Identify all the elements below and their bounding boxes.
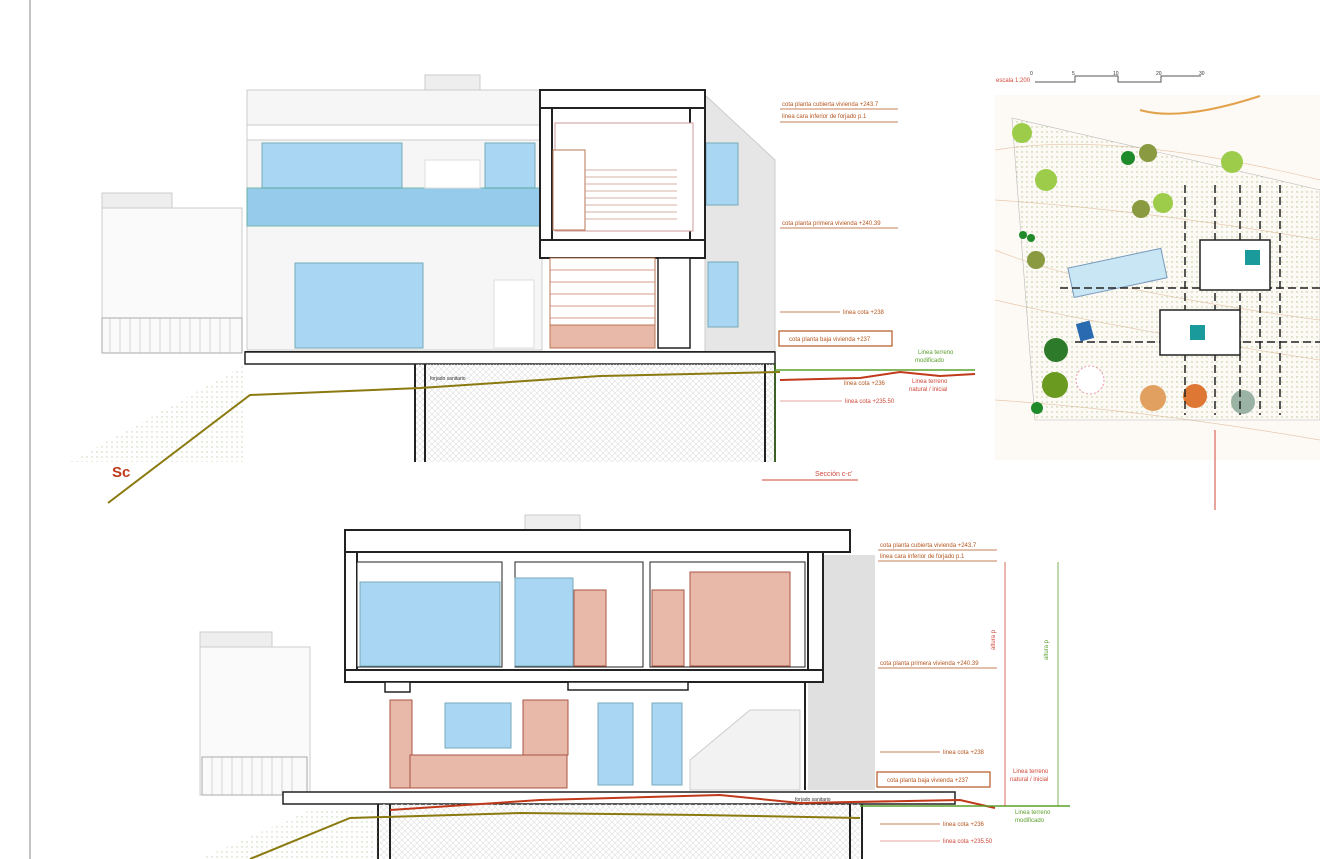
- terrain-line: [107, 371, 781, 504]
- label-terrain-natural: Linea terreno: [912, 379, 948, 385]
- label-terrain-modified-2: modificado: [1015, 818, 1045, 824]
- label-terrain-modified: Linea terreno: [1015, 810, 1051, 816]
- neighbour-building: [101, 207, 243, 354]
- label-height-natural: altura p: [991, 629, 997, 650]
- label-terrain-natural-2: natural / inicial: [1010, 777, 1048, 783]
- label-level-236: linea cota +236: [943, 822, 985, 828]
- label-ground-floor-level: cota planta baja vivienda +237: [789, 337, 871, 343]
- window: [444, 702, 512, 749]
- terrain-natural-line: [389, 793, 996, 811]
- label-level-235-50: linea cota +235.50: [845, 399, 895, 405]
- door: [573, 589, 607, 667]
- neighbour-building: [199, 646, 311, 796]
- label-forjado-sanitario: forjado sanitario: [430, 376, 466, 382]
- scale-tick: 30: [1199, 71, 1205, 77]
- label-terrain-natural-2: natural / inicial: [909, 387, 947, 393]
- window: [261, 142, 403, 189]
- window: [359, 581, 501, 667]
- label-roof-level: cota planta cubierta vivienda +243.7: [880, 543, 977, 549]
- label-terrain-natural: Linea terreno: [1013, 769, 1049, 775]
- label-slab-line: linea cara inferior de forjado p.1: [880, 554, 965, 560]
- scale-label: escala 1:200: [996, 78, 1031, 84]
- window: [705, 142, 739, 206]
- window: [484, 142, 536, 189]
- label-ground-floor-level: cota planta baja vivienda +237: [887, 778, 969, 784]
- glass-balcony: [246, 187, 541, 227]
- label-level-235-50: linea cota +235.50: [943, 839, 993, 845]
- window: [597, 702, 634, 786]
- door: [651, 589, 685, 667]
- label-slab-line: linea cara inferior de forjado p.1: [782, 114, 867, 120]
- section-marker-sc: Sc: [112, 464, 130, 481]
- scale-bar: [1035, 75, 1201, 83]
- upper-section-drawing: [70, 74, 976, 504]
- wardrobe: [514, 577, 574, 667]
- terrain-natural-line: [779, 370, 976, 381]
- window: [651, 702, 683, 786]
- label-level-238: linea cota +238: [843, 310, 885, 316]
- label-roof-level: cota planta cubierta vivienda +243.7: [782, 102, 879, 108]
- window: [294, 262, 424, 349]
- label-forjado-sanitario: forjado sanitario: [795, 797, 831, 803]
- label-level-236: linea cota +236: [844, 381, 886, 387]
- lower-section-labels: cota planta cubierta vivienda +243.7 lin…: [795, 543, 1051, 845]
- label-terrain-modified: Linea terreno: [918, 350, 954, 356]
- label-first-floor-level: cota planta primera vivienda +240.39: [782, 221, 881, 227]
- label-height-modified: altura p: [1044, 639, 1050, 660]
- terrain-line: [249, 811, 861, 859]
- window: [707, 261, 739, 328]
- label-first-floor-level: cota planta primera vivienda +240.39: [880, 661, 979, 667]
- label-level-238: linea cota +238: [943, 750, 985, 756]
- scale-tick: 10: [1113, 71, 1119, 77]
- section-title: Sección c-c': [815, 471, 853, 478]
- upper-section-labels: cota planta cubierta vivienda +243.7 lin…: [112, 102, 954, 481]
- forjado-sanitario-slab: [244, 351, 776, 365]
- trees: [1012, 123, 1255, 414]
- label-terrain-modified-2: modificado: [915, 358, 945, 364]
- lower-section-drawing: [199, 514, 1070, 859]
- scale-tick: 5: [1072, 71, 1075, 77]
- wardrobe: [689, 571, 791, 667]
- site-plan: escala 1:200 0 5 10 20 30: [994, 71, 1320, 510]
- scale-tick: 20: [1156, 71, 1162, 77]
- scale-tick: 0: [1030, 71, 1033, 77]
